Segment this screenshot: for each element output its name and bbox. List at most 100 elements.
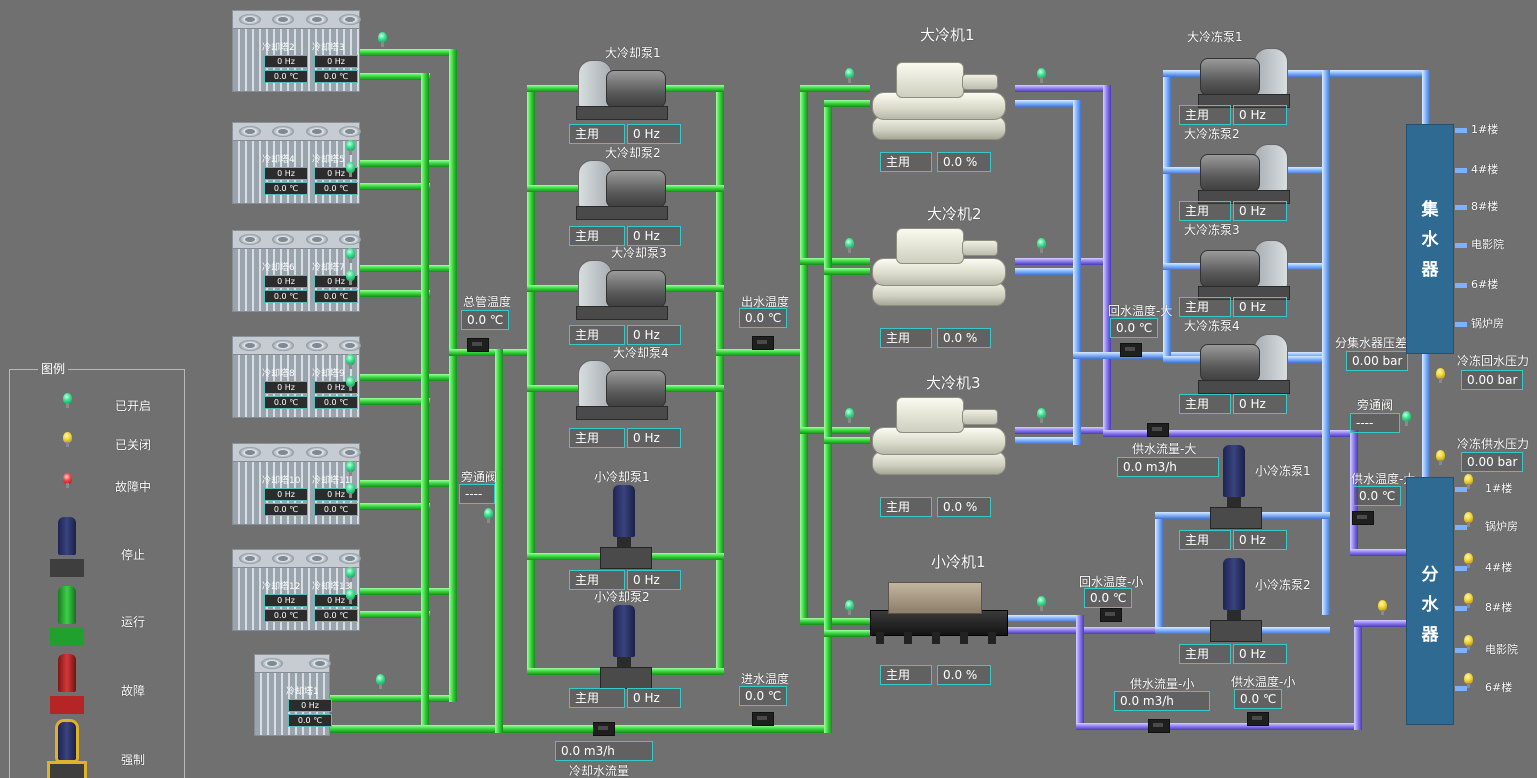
chilled-pump[interactable] [1198,238,1290,300]
chiller-unit[interactable] [866,58,1014,140]
collector-outlet-label[interactable]: 1#楼 [1471,123,1499,136]
cooling-pump-mode[interactable]: 主用 [569,570,625,590]
fan-icon [272,234,295,245]
chilled-pump-mode[interactable]: 主用 [1179,201,1231,221]
distributor-outlet-valve-icon[interactable] [1464,635,1473,650]
tower-valve-icon[interactable] [346,354,355,369]
chilled-pump-mode[interactable]: 主用 [1179,105,1231,125]
small-cooling-pump[interactable] [598,605,652,689]
chilled-pump-mode[interactable]: 主用 [1179,297,1231,317]
inlet-temp-sensor [752,712,774,726]
chiller-cooling-valve-icon[interactable] [845,408,854,423]
tower-temperature: 0.0 ℃ [264,182,308,195]
tower-valve-icon[interactable] [346,376,355,391]
tower-valve-icon[interactable] [376,674,385,689]
distributor-outlet-label[interactable]: 8#楼 [1485,601,1513,614]
chiller-chilled-valve-icon[interactable] [1037,596,1046,611]
distributor-outlet-valve-icon[interactable] [1464,593,1473,608]
chiller-chilled-valve-icon[interactable] [1037,238,1046,253]
chilled-pump-mode[interactable]: 主用 [1179,644,1231,664]
tower-valve-icon[interactable] [346,248,355,263]
distributor-outlet-valve-icon[interactable] [1464,673,1473,688]
chiller-unit[interactable] [866,224,1014,306]
chiller-mode[interactable]: 主用 [880,328,932,348]
tower-valve-icon[interactable] [346,483,355,498]
distributor-outlet-label[interactable]: 锅炉房 [1485,520,1518,533]
distributor-outlet-valve-icon[interactable] [1464,512,1473,527]
fan-icon [305,553,328,564]
chiller-cooling-valve-icon[interactable] [845,600,854,615]
chiller-cooling-valve-icon[interactable] [845,68,854,83]
chiller-mode[interactable]: 主用 [880,665,932,685]
tower-valve-icon[interactable] [346,162,355,177]
chilled-pump[interactable] [1198,46,1290,108]
cooling-pump[interactable] [576,358,668,420]
distributor-outlet-label[interactable]: 电影院 [1485,643,1518,656]
cooling-pump-mode[interactable]: 主用 [569,688,625,708]
chilled-pump-mode[interactable]: 主用 [1179,530,1231,550]
collector-outlet-label[interactable]: 6#楼 [1471,278,1499,291]
collector-outlet-label[interactable]: 8#楼 [1471,200,1499,213]
tower-valve-icon[interactable] [346,140,355,155]
pump-base [576,106,668,120]
legend-panel [9,369,185,778]
small-cooling-pump[interactable] [598,485,652,569]
small-chilled-pump[interactable] [1208,445,1262,529]
cooling-pump[interactable] [576,258,668,320]
legend-title: 图例 [38,360,69,377]
tower-valve-icon[interactable] [346,589,355,604]
legend-run-label: 运行 [121,615,146,629]
water-collector[interactable]: 集 水 器 [1406,124,1454,354]
tower-valve-icon[interactable] [346,567,355,582]
cooling-flow-sensor [593,722,615,736]
fan-icon [339,447,361,458]
tower-name: 冷却塔4 [262,155,295,165]
cooling-pump-mode[interactable]: 主用 [569,428,625,448]
chiller-chilled-valve-icon[interactable] [1037,68,1046,83]
chiller-mode[interactable]: 主用 [880,152,932,172]
cooling-pump[interactable] [576,58,668,120]
chiller-cooling-valve-icon[interactable] [845,238,854,253]
chiller-shell [872,92,1006,120]
distributor-outlet-valve-icon[interactable] [1464,474,1473,489]
cooling-pump-mode[interactable]: 主用 [569,226,625,246]
bypass-valve-1-icon[interactable] [484,508,493,523]
bypass-valve-value-1[interactable]: ---- [459,484,495,504]
small-chiller-unit[interactable] [870,582,1008,646]
legend-open-label: 已开启 [115,399,152,413]
chiller-chilled-valve-icon[interactable] [1037,408,1046,423]
collector-outlet-label[interactable]: 4#楼 [1471,163,1499,176]
cooling-flow-label: 冷却水流量 [569,764,630,778]
collector-outlet-label[interactable]: 锅炉房 [1471,317,1504,330]
chiller-load: 0.0 % [937,328,991,348]
chiller-unit[interactable] [866,393,1014,475]
chilled-pump-mode[interactable]: 主用 [1179,394,1231,414]
tower-valve-icon[interactable] [346,461,355,476]
distributor-outlet-label[interactable]: 4#楼 [1485,561,1513,574]
cooling-pump-name: 小冷却泵1 [594,470,650,484]
tower-valve-icon[interactable] [378,32,387,47]
pump-coupling [1227,610,1241,622]
chilled-pump[interactable] [1198,332,1290,394]
small-chilled-pump[interactable] [1208,558,1262,642]
chiller-mode[interactable]: 主用 [880,497,932,517]
distributor-outlet-label[interactable]: 1#楼 [1485,482,1513,495]
collector-outlet-label[interactable]: 电影院 [1471,238,1504,251]
cooling-pump-mode[interactable]: 主用 [569,325,625,345]
tower-name: 冷却塔12 [262,582,301,592]
tower-fan-row [232,443,361,463]
supply-temp-big-value: 0.0 ℃ [1353,486,1402,506]
distributor-outlet-valve-icon[interactable] [1464,553,1473,568]
water-distributor[interactable]: 分 水 器 [1406,477,1454,725]
chiller-name: 大冷机2 [927,205,982,223]
bypass-valve-value-2[interactable]: ---- [1350,413,1400,433]
tower-valve-icon[interactable] [346,270,355,285]
cooling-pump-mode[interactable]: 主用 [569,124,625,144]
distributor-inlet-valve-icon[interactable] [1378,600,1387,615]
chilled-pump[interactable] [1198,142,1290,204]
bypass-valve-2-icon[interactable] [1402,411,1411,426]
cooling-pump[interactable] [576,158,668,220]
chiller-compressor [896,62,964,98]
distributor-outlet-label[interactable]: 6#楼 [1485,681,1513,694]
